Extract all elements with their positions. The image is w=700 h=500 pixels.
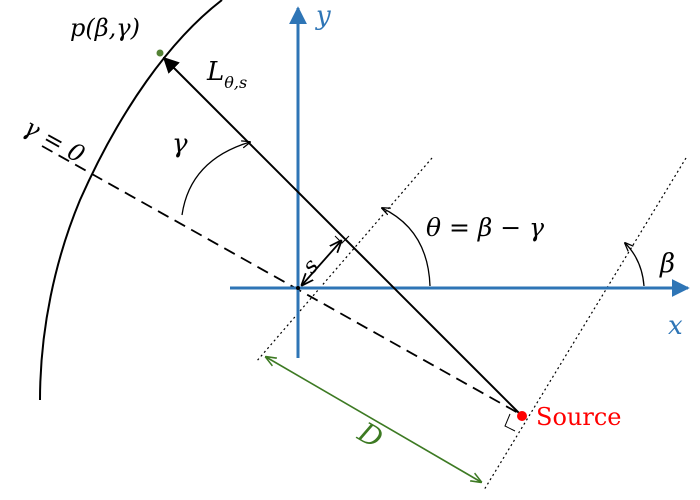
x-axis-label: x	[668, 311, 683, 341]
source-label: Source	[536, 403, 621, 431]
gamma-label: γ	[172, 129, 188, 159]
gamma-angle-arc	[181, 142, 250, 216]
distance-arrow	[266, 357, 481, 482]
ray-label: Lθ,s	[206, 57, 247, 92]
y-axis-label: y	[315, 1, 331, 31]
point-label: p(β,γ)	[70, 14, 140, 42]
detector-point	[156, 49, 164, 57]
ray-line	[162, 56, 521, 415]
central-ray-dashed	[41, 145, 521, 415]
s-arrow	[302, 241, 341, 285]
theta-label: θ = β − γ	[426, 213, 544, 242]
source-point	[517, 411, 527, 421]
origin-point	[296, 286, 300, 290]
detector-arc	[39, 0, 223, 401]
beta-angle-arc	[625, 243, 645, 287]
parallel-line-through-source	[483, 157, 687, 491]
s-label: s	[298, 254, 324, 279]
parallel-line-through-origin	[255, 157, 433, 363]
right-angle-marker-ray	[334, 235, 350, 244]
gamma-zero-label: γ = 0	[19, 113, 89, 169]
beta-label: β	[659, 249, 675, 279]
distance-label: D	[352, 415, 389, 455]
theta-angle-arc	[382, 208, 431, 287]
right-angle-marker-source	[504, 413, 516, 432]
